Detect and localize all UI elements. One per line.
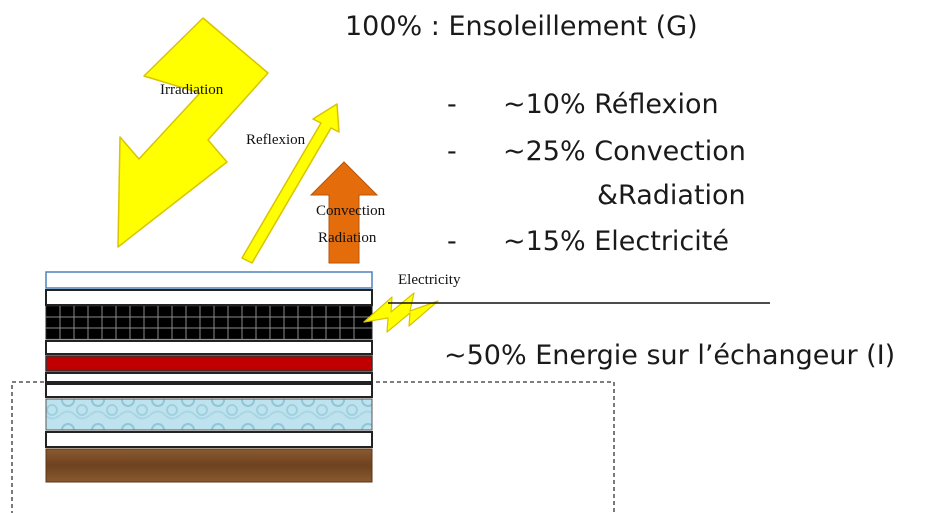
pv-cell-grid xyxy=(46,306,372,339)
irradiation-arrow xyxy=(117,17,269,248)
balance-result: ~50% Energie sur l’échangeur (I) xyxy=(444,340,896,371)
legend-dash-3: - xyxy=(447,226,457,257)
irradiation-label: Irradiation xyxy=(160,82,224,98)
electricity-bolt-icon xyxy=(363,292,439,333)
spacer-layer-1 xyxy=(45,372,373,383)
insulation-layer xyxy=(45,448,373,483)
electricity-label: Electricity xyxy=(398,272,461,288)
convection-label: Convection xyxy=(316,203,386,219)
legend-dash-2: - xyxy=(447,136,457,167)
reflexion-label: Reflexion xyxy=(246,132,306,148)
legend-item-radiation: &Radiation xyxy=(597,180,746,211)
balance-title: 100% : Ensoleillement (G) xyxy=(345,11,698,42)
legend-item-convection: ~25% Convection xyxy=(503,136,746,167)
legend-item-reflexion: ~10% Réflexion xyxy=(503,89,719,120)
pv-cells-layer xyxy=(45,305,373,340)
radiation-label: Radiation xyxy=(318,230,377,246)
back-plate-layer xyxy=(45,431,373,448)
water-channel-layer xyxy=(45,398,373,431)
glass-cover-layer xyxy=(45,271,373,289)
reflexion-arrow xyxy=(241,103,340,264)
air-gap-layer xyxy=(45,289,373,306)
pvt-panel-stack xyxy=(45,271,373,483)
encapsulant-layer xyxy=(45,340,373,355)
legend-dash-1: - xyxy=(447,89,457,120)
absorber-layer xyxy=(45,355,373,372)
spacer-layer-2 xyxy=(45,383,373,398)
convection-arrow xyxy=(309,161,379,264)
legend-item-electricite: ~15% Electricité xyxy=(503,226,729,257)
